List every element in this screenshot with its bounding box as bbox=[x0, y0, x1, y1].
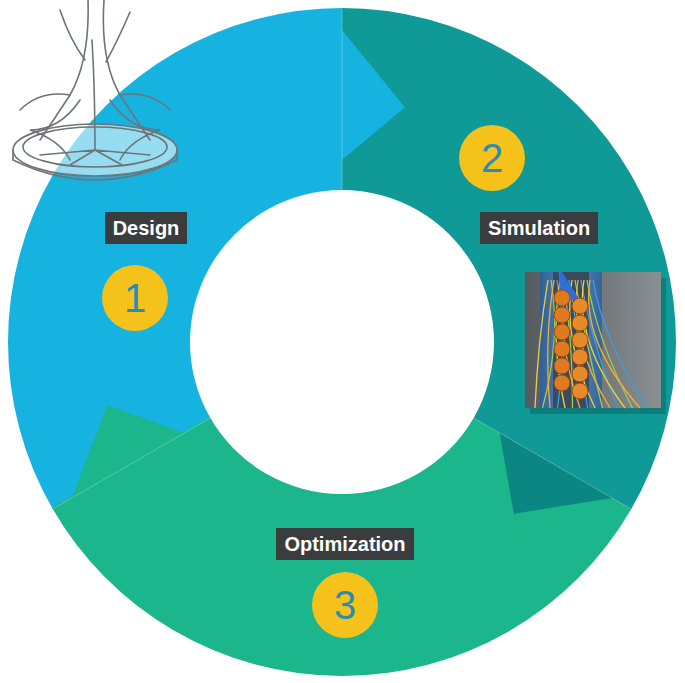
segment-border bbox=[342, 8, 343, 190]
step-label: Simulation bbox=[480, 212, 598, 244]
particle bbox=[572, 366, 588, 382]
particle bbox=[554, 358, 570, 374]
flow-line bbox=[587, 280, 633, 408]
ring-segments bbox=[8, 8, 676, 676]
callout-number: 2 bbox=[481, 138, 503, 178]
design-sketch bbox=[13, 0, 177, 180]
step-name: Simulation bbox=[488, 217, 590, 239]
cycle-arrow bbox=[72, 405, 185, 498]
particle bbox=[572, 383, 588, 399]
flow-line bbox=[569, 280, 588, 408]
step-name: Optimization bbox=[284, 533, 405, 555]
step-number-circle: 2 bbox=[459, 125, 525, 191]
segment-border bbox=[53, 418, 211, 509]
particle bbox=[554, 324, 570, 340]
step-label: Design bbox=[105, 212, 188, 244]
particle bbox=[554, 290, 570, 306]
step-number-circle: 3 bbox=[312, 572, 378, 638]
cycle-arrow bbox=[500, 433, 613, 514]
particle bbox=[572, 332, 588, 348]
step-label: Optimization bbox=[276, 528, 413, 560]
flow-line bbox=[589, 280, 640, 408]
ring-segment bbox=[342, 8, 676, 511]
step-number-circle: 1 bbox=[102, 265, 168, 331]
simulation-image bbox=[525, 272, 666, 414]
callout-number: 1 bbox=[124, 278, 146, 318]
particle bbox=[554, 375, 570, 391]
particle bbox=[572, 315, 588, 331]
particle bbox=[572, 298, 588, 314]
particle bbox=[554, 341, 570, 357]
cycle-arrow bbox=[342, 30, 405, 160]
particle bbox=[572, 349, 588, 365]
callout-number: 3 bbox=[334, 585, 356, 625]
flow-line bbox=[543, 280, 555, 408]
segment-border bbox=[474, 418, 632, 509]
flow-line bbox=[548, 280, 554, 408]
flow-line bbox=[535, 280, 548, 408]
flow-line bbox=[593, 280, 648, 408]
particle bbox=[554, 307, 570, 323]
step-name: Design bbox=[113, 217, 180, 239]
ring-segment bbox=[8, 8, 344, 509]
